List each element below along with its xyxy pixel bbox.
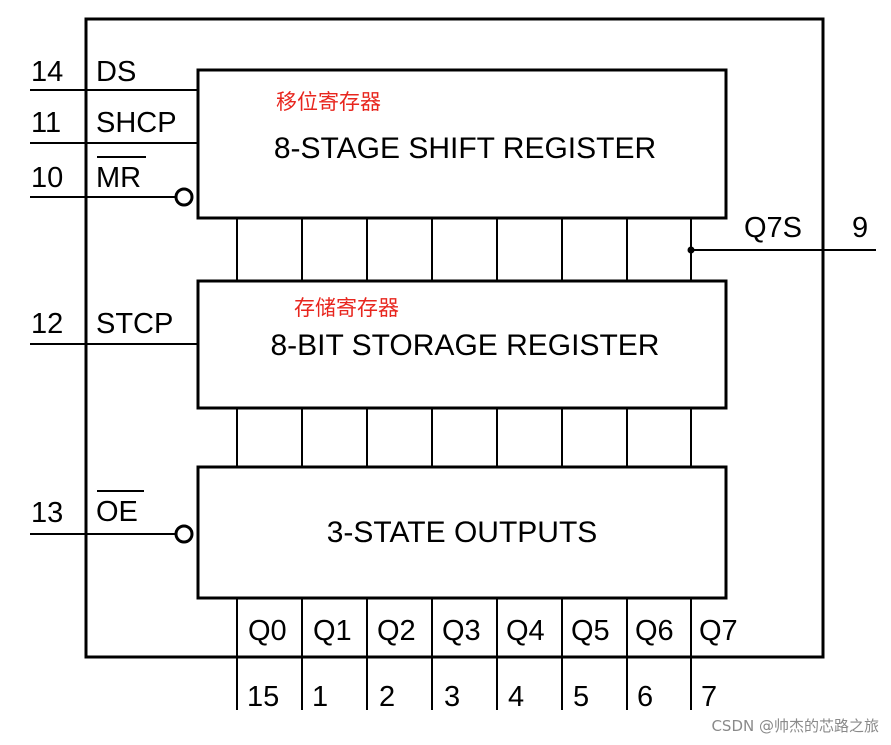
pin-number-ds: 14 bbox=[31, 56, 63, 88]
signal-q0: Q0 bbox=[248, 615, 287, 647]
signal-oe: OE bbox=[96, 496, 138, 528]
pin-number-q0: 15 bbox=[247, 681, 279, 713]
pin-number-q2: 2 bbox=[379, 681, 395, 713]
shift-register-title: 8-STAGE SHIFT REGISTER bbox=[274, 132, 656, 165]
signal-q7: Q7 bbox=[699, 615, 738, 647]
signal-ds: DS bbox=[96, 56, 136, 88]
signal-q7s: Q7S bbox=[744, 212, 802, 244]
pin-number-mr: 10 bbox=[31, 162, 63, 194]
pin-number-q6: 6 bbox=[637, 681, 653, 713]
output-block bbox=[196, 465, 728, 600]
signal-shcp: SHCP bbox=[96, 107, 177, 139]
signal-mr: MR bbox=[96, 162, 141, 194]
output-block-title: 3-STATE OUTPUTS bbox=[327, 516, 598, 549]
watermark: CSDN @帅杰的芯路之旅 bbox=[711, 717, 879, 735]
signal-q3: Q3 bbox=[442, 615, 481, 647]
storage-register-block bbox=[196, 279, 728, 410]
pin-number-q4: 4 bbox=[508, 681, 524, 713]
pin-number-q1: 1 bbox=[312, 681, 328, 713]
shift-register-annotation: 移位寄存器 bbox=[276, 90, 381, 114]
signal-q5: Q5 bbox=[571, 615, 610, 647]
pin-number-q5: 5 bbox=[573, 681, 589, 713]
signal-q4: Q4 bbox=[506, 615, 545, 647]
signal-q2: Q2 bbox=[377, 615, 416, 647]
storage-register-annotation: 存储寄存器 bbox=[294, 296, 399, 320]
q7s-junction-dot bbox=[687, 246, 695, 254]
pin-number-q3: 3 bbox=[444, 681, 460, 713]
storage-register-title: 8-BIT STORAGE REGISTER bbox=[271, 329, 660, 362]
oe-inversion-bubble bbox=[174, 524, 194, 544]
package-frame bbox=[84, 17, 825, 659]
pin-number-stcp: 12 bbox=[31, 308, 63, 340]
pin-number-q7: 7 bbox=[701, 681, 717, 713]
output-wires bbox=[236, 598, 692, 710]
pin-number-q7s: 9 bbox=[852, 212, 868, 244]
signal-q6: Q6 bbox=[635, 615, 674, 647]
signal-stcp: STCP bbox=[96, 308, 173, 340]
bus-shift-to-storage bbox=[236, 218, 692, 281]
bus-storage-to-output bbox=[236, 408, 692, 467]
signal-q1: Q1 bbox=[313, 615, 352, 647]
mr-inversion-bubble bbox=[174, 187, 194, 207]
pin-number-shcp: 11 bbox=[31, 107, 61, 139]
pin-number-oe: 13 bbox=[31, 497, 63, 529]
shift-register-block bbox=[196, 68, 728, 220]
